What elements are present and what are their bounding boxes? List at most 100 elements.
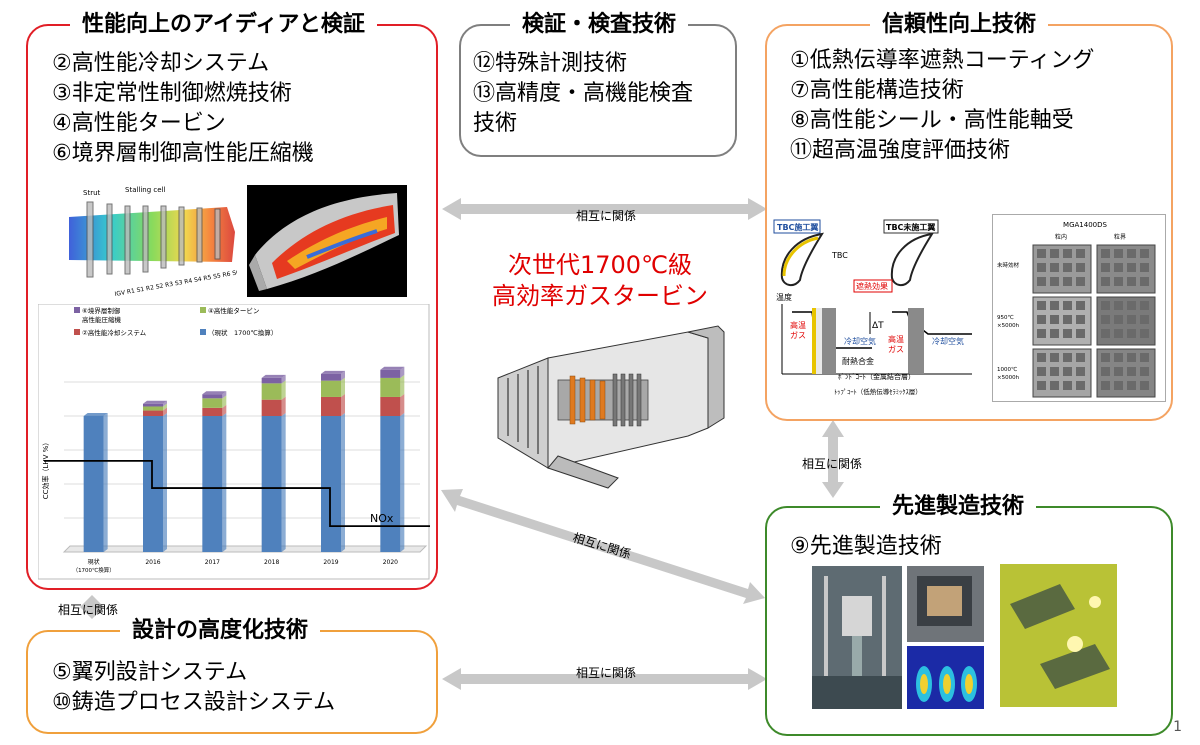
- chart-bar-side: [222, 413, 227, 552]
- arrow-reliability-manufacturing: [822, 420, 844, 498]
- page-number: 1: [1173, 719, 1182, 735]
- micro-texture: [1050, 263, 1059, 272]
- micro-texture: [1101, 329, 1110, 338]
- micro-texture: [1101, 249, 1110, 258]
- chart-bar-top: [321, 370, 345, 374]
- micro-texture: [1063, 315, 1072, 324]
- micro-texture: [1140, 381, 1149, 390]
- micro-row-label: ×5000h: [997, 323, 1020, 329]
- micro-texture: [1101, 263, 1110, 272]
- chart-bar-segment: [143, 410, 163, 416]
- tbc-diagram: TBC施工翼 TBC未施工翼 TBC 温度 高温 ガス 高温 ガス 遮熱効果 Δ…: [772, 216, 986, 412]
- chart-bar-segment: [321, 396, 341, 416]
- design-box: [26, 630, 438, 734]
- performance-item: ⑥境界層制御高性能圧縮機: [52, 141, 314, 166]
- chart-ylabel: CC効率（LHV %）: [41, 439, 50, 500]
- micro-texture: [1076, 329, 1085, 338]
- manufacturing-photo-3: [907, 646, 984, 709]
- micro-texture: [1037, 315, 1046, 324]
- micro-row-label: 1000℃: [997, 366, 1017, 373]
- chart-bar-side: [103, 413, 108, 552]
- micro-texture: [1050, 367, 1059, 376]
- chart-bar-segment: [202, 416, 223, 552]
- shield-badge: [853, 279, 893, 293]
- micro-texture: [1114, 381, 1123, 390]
- chart-bar-segment: [83, 416, 104, 552]
- reliability-items: ①低熱伝導率遮熱コーティング ⑦高性能構造技術 ⑧高性能シール・高性能軸受 ⑪超…: [790, 46, 1094, 166]
- chart-bar-segment: [143, 406, 163, 411]
- chart-bar-segment: [380, 396, 401, 416]
- chart-bar-segment: [202, 407, 223, 416]
- chart-bar-side: [400, 413, 405, 552]
- tbc-unapplied-badge: [883, 219, 939, 234]
- manufacturing-photo-1: [812, 566, 902, 709]
- chart-floor: [62, 545, 428, 553]
- chart-bar-side: [281, 413, 286, 552]
- chart-bar-top: [261, 374, 286, 378]
- arrow-label-bottom: 相互に関係: [576, 666, 637, 680]
- chart-bar-segment: [202, 394, 223, 399]
- hot-gas-1b: ガス: [790, 330, 806, 340]
- micro-texture: [1101, 277, 1110, 286]
- micro-texture: [1127, 353, 1136, 362]
- micro-texture: [1063, 249, 1072, 258]
- micro-texture: [1101, 301, 1110, 310]
- chart-bar-side: [341, 370, 345, 381]
- micro-texture: [1114, 249, 1123, 258]
- inspection-item: 技術: [473, 111, 518, 136]
- micro-title: MGA1400DS: [1063, 221, 1107, 229]
- compressor-cfd-image: Strut Stalling cell IGV R1 S1 R2 S2 R3 S…: [67, 182, 237, 300]
- chart-bar-segment: [261, 399, 282, 416]
- micro-texture: [1140, 353, 1149, 362]
- chart-bar-segment: [261, 383, 282, 400]
- micro-texture: [1140, 301, 1149, 310]
- chart-bar-top: [380, 366, 405, 370]
- micro-texture: [1114, 277, 1123, 286]
- chart-bar-side: [222, 395, 227, 408]
- micro-texture: [1101, 353, 1110, 362]
- micro-texture: [1127, 329, 1136, 338]
- reliability-item: ①低熱伝導率遮熱コーティング: [790, 48, 1095, 73]
- manufacturing-photo-2: [907, 566, 984, 642]
- inspection-title: 検証・検査技術: [510, 10, 689, 40]
- micro-texture: [1127, 277, 1136, 286]
- chart-legend-label: ④高性能タービン: [208, 306, 259, 315]
- inspection-items: ⑫特殊計測技術 ⑬高精度・高機能検査 技術: [473, 49, 693, 139]
- micro-texture: [1063, 353, 1072, 362]
- arrow-performance-manufacturing: [441, 489, 765, 604]
- strut-label: Strut: [83, 189, 101, 197]
- manufacturing-items: ⑨先進製造技術: [790, 532, 942, 562]
- tbc-unapplied-label: TBC未施工翼: [886, 222, 935, 232]
- micro-row-label: 未時効材: [997, 261, 1020, 269]
- chart-bar-side: [163, 413, 167, 552]
- chart-bar-segment: [143, 403, 163, 407]
- chart-legend-swatch: [200, 329, 206, 335]
- chart-category-label: 現状: [88, 558, 100, 566]
- micro-texture: [1050, 381, 1059, 390]
- combustor-cfd-image: [247, 185, 407, 297]
- micro-col2: 粒界: [1114, 233, 1126, 241]
- performance-item: ②高性能冷却システム: [52, 51, 270, 76]
- stage-labels: IGV R1 S1 R2 S2 R3 S3 R4 S4 R5 S5 R6 S6 …: [114, 262, 237, 298]
- arrow-performance-design: [80, 595, 104, 619]
- micro-texture: [1037, 329, 1046, 338]
- chart-legend-swatch: [200, 307, 206, 313]
- manufacturing-photo-4: [1000, 564, 1117, 707]
- micro-texture: [1076, 277, 1085, 286]
- micro-texture: [1050, 301, 1059, 310]
- center-title: 次世代1700℃級 高効率ガスタービン: [480, 250, 720, 312]
- chart-bar-side: [400, 366, 405, 378]
- design-item: ⑤翼列設計システム: [52, 660, 248, 685]
- performance-items: ②高性能冷却システム ③非定常性制御燃焼技術 ④高性能タービン ⑥境界層制御高性…: [52, 49, 314, 169]
- micro-texture: [1127, 381, 1136, 390]
- chart-bar-top: [143, 400, 167, 404]
- micro-texture: [1127, 301, 1136, 310]
- micro-texture: [1140, 315, 1149, 324]
- hot-gas-2a: 高温: [888, 334, 904, 344]
- gas-turbine-image: [488, 318, 728, 490]
- micro-texture: [1037, 263, 1046, 272]
- cool-air-1: 冷却空気: [844, 336, 876, 346]
- chart-bar-side: [163, 403, 167, 411]
- micro-texture: [1076, 353, 1085, 362]
